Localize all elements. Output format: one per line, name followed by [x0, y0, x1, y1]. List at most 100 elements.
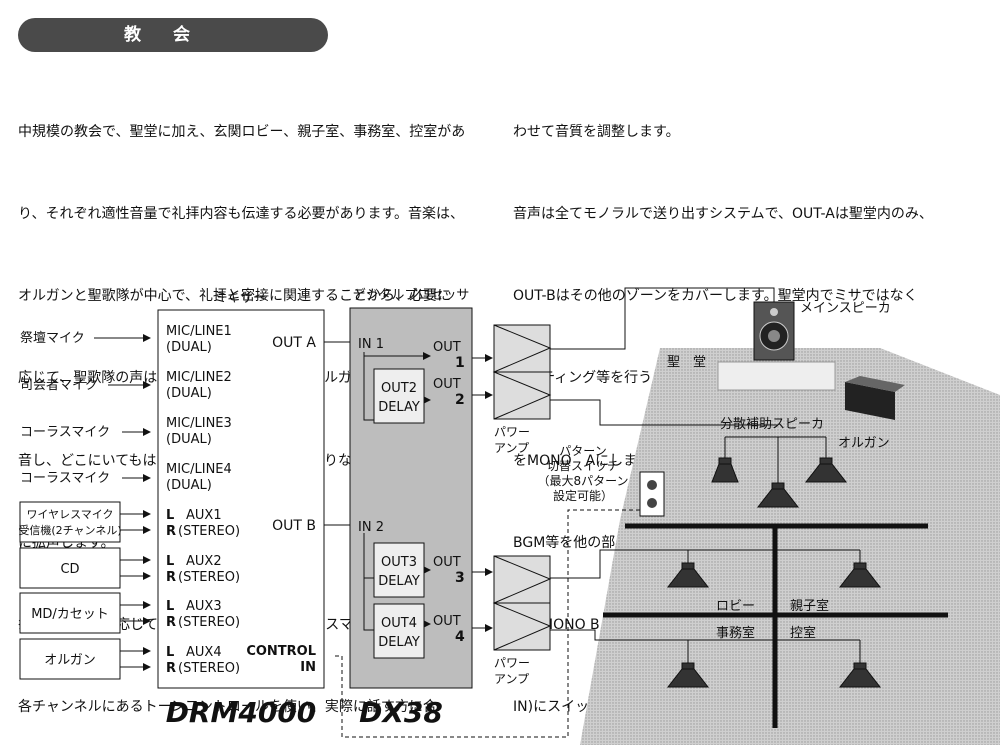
parent-child-room-label: 親子室: [790, 598, 829, 614]
channel-label: (STEREO): [178, 661, 240, 676]
floor-area: [580, 348, 1000, 745]
delay-label: OUT4: [381, 616, 417, 631]
channel-label: AUX2: [186, 554, 222, 569]
delay-box: [373, 368, 425, 424]
text-line: り、それぞれ適性音量で礼拝内容も伝達する必要があります。音楽は、: [18, 206, 465, 223]
speaker-icon: [666, 562, 710, 588]
delay-box: [373, 542, 425, 598]
channel-r: R: [166, 661, 176, 676]
channel-label: (STEREO): [178, 615, 240, 630]
out-a-label: OUT A: [272, 335, 316, 351]
delay-label: DELAY: [378, 635, 420, 650]
delay-label: OUT3: [381, 555, 417, 570]
out-number: 2: [455, 392, 465, 408]
power-amp-2: [492, 555, 552, 651]
pattern-switch-icon: [639, 471, 665, 517]
speaker-wiring: [550, 399, 861, 663]
office-label: 事務室: [716, 625, 755, 641]
organ-source-box: [19, 638, 121, 680]
source-label: 祭壇マイク: [20, 330, 85, 346]
text-line: 各チャンネルにあるトーンコントロールを使い、実際に話す方に合: [18, 699, 437, 716]
amp-label: パワー: [494, 656, 530, 670]
channel-label: MIC/LINE3: [166, 416, 232, 431]
speaker-icons: [666, 457, 882, 688]
switch-label: パターン: [559, 444, 606, 458]
channel-label: (STEREO): [178, 570, 240, 585]
amp-label: パワー: [494, 425, 530, 439]
source-label: MD/カセット: [31, 607, 109, 622]
source-label: 受信機(2チャンネル): [18, 523, 121, 537]
text-line: 中規模の教会で、聖堂に加え、玄関ロビー、親子室、事務室、控室があ: [18, 123, 466, 140]
channel-label: AUX3: [186, 599, 222, 614]
out-b-label: OUT B: [272, 518, 316, 534]
mixer-model: DRM4000: [166, 696, 317, 729]
speaker-icon: [666, 662, 710, 688]
channel-l: L: [166, 645, 174, 660]
control-in-label: CONTROL: [246, 644, 316, 659]
amp-input-lines: [472, 354, 493, 632]
mixer-box: [157, 309, 325, 689]
processor-title: デジタルプロセッサ: [353, 287, 470, 303]
channel-label: MIC/LINE1: [166, 324, 232, 339]
out-label: OUT: [433, 340, 461, 355]
out-label: OUT: [433, 614, 461, 629]
md-cassette-box: [19, 592, 121, 634]
channel-label: (DUAL): [166, 432, 212, 447]
source-label: 司会者マイク: [20, 378, 98, 393]
text-line: オルガンと聖歌隊が中心で、礼拝と密接に関連することから、必要に: [18, 288, 452, 305]
channel-r: R: [166, 570, 176, 585]
processor-dx38: デジタルプロセッサ IN 1 IN 2 OUT2 DELAY OUT3 DELA…: [349, 287, 473, 729]
text-line: OUT-Bはその他のゾーンをカバーします。聖堂内でミサではなく: [513, 288, 918, 305]
channel-label: (DUAL): [166, 478, 212, 493]
channel-label: (STEREO): [178, 524, 240, 539]
channel-label: (DUAL): [166, 386, 212, 401]
sanctuary-label: 聖 堂: [667, 355, 706, 370]
text-line: わせて音質を調整します。: [513, 123, 680, 140]
section-title: 教会: [18, 18, 328, 52]
wireless-receiver-box: [19, 501, 121, 543]
out-number: 1: [455, 355, 465, 371]
source-label: コーラスマイク: [20, 425, 110, 440]
speaker-icon: [711, 457, 739, 483]
organ-icon: [845, 376, 905, 420]
speaker-icon: [804, 457, 848, 483]
in-label: IN 2: [358, 520, 384, 535]
delay-label: DELAY: [378, 400, 420, 415]
source-label: コーラスマイク: [20, 471, 110, 486]
delay-label: OUT2: [381, 381, 417, 396]
channel-l: L: [166, 554, 174, 569]
source-label: CD: [60, 562, 79, 577]
amp-label: アンプ: [494, 441, 529, 455]
source-label: オルガン: [44, 653, 96, 668]
processor-model: DX38: [359, 696, 443, 729]
delay-box: [373, 603, 425, 659]
switch-label: （最大8パターン: [537, 474, 628, 488]
switch-label: 切替スイッチ: [547, 459, 619, 473]
text-line: 音声は全てモノラルで送り出すシステムで、OUT-Aは聖堂内のみ、: [513, 206, 933, 223]
switch-label: 設定可能）: [553, 488, 613, 503]
main-speaker-label: メインスピーカ: [800, 301, 891, 316]
out-number: 4: [455, 629, 465, 645]
altar-platform: [717, 361, 836, 391]
lobby-label: ロビー: [716, 599, 755, 614]
speaker-icon: [838, 562, 882, 588]
delay-label: DELAY: [378, 574, 420, 589]
power-amp-1: [492, 324, 552, 420]
speaker-wiring: [550, 287, 775, 350]
organ-room-label: オルガン: [838, 436, 890, 451]
waiting-room-label: 控室: [790, 625, 816, 641]
main-speaker-icon: [753, 301, 795, 361]
cd-box: [19, 547, 121, 589]
channel-r: R: [166, 524, 176, 539]
channel-label: AUX1: [186, 508, 222, 523]
channel-l: L: [166, 599, 174, 614]
out-label: OUT: [433, 555, 461, 570]
out-label: OUT: [433, 377, 461, 392]
channel-r: R: [166, 615, 176, 630]
control-in-label: IN: [300, 660, 316, 675]
speaker-icon: [756, 482, 800, 508]
amp-label: アンプ: [494, 672, 529, 686]
mixer-drm4000: ミキサー MIC/LINE1 (DUAL) MIC/LINE2 (DUAL) M…: [157, 291, 325, 729]
source-label: ワイヤレスマイク: [26, 508, 113, 521]
